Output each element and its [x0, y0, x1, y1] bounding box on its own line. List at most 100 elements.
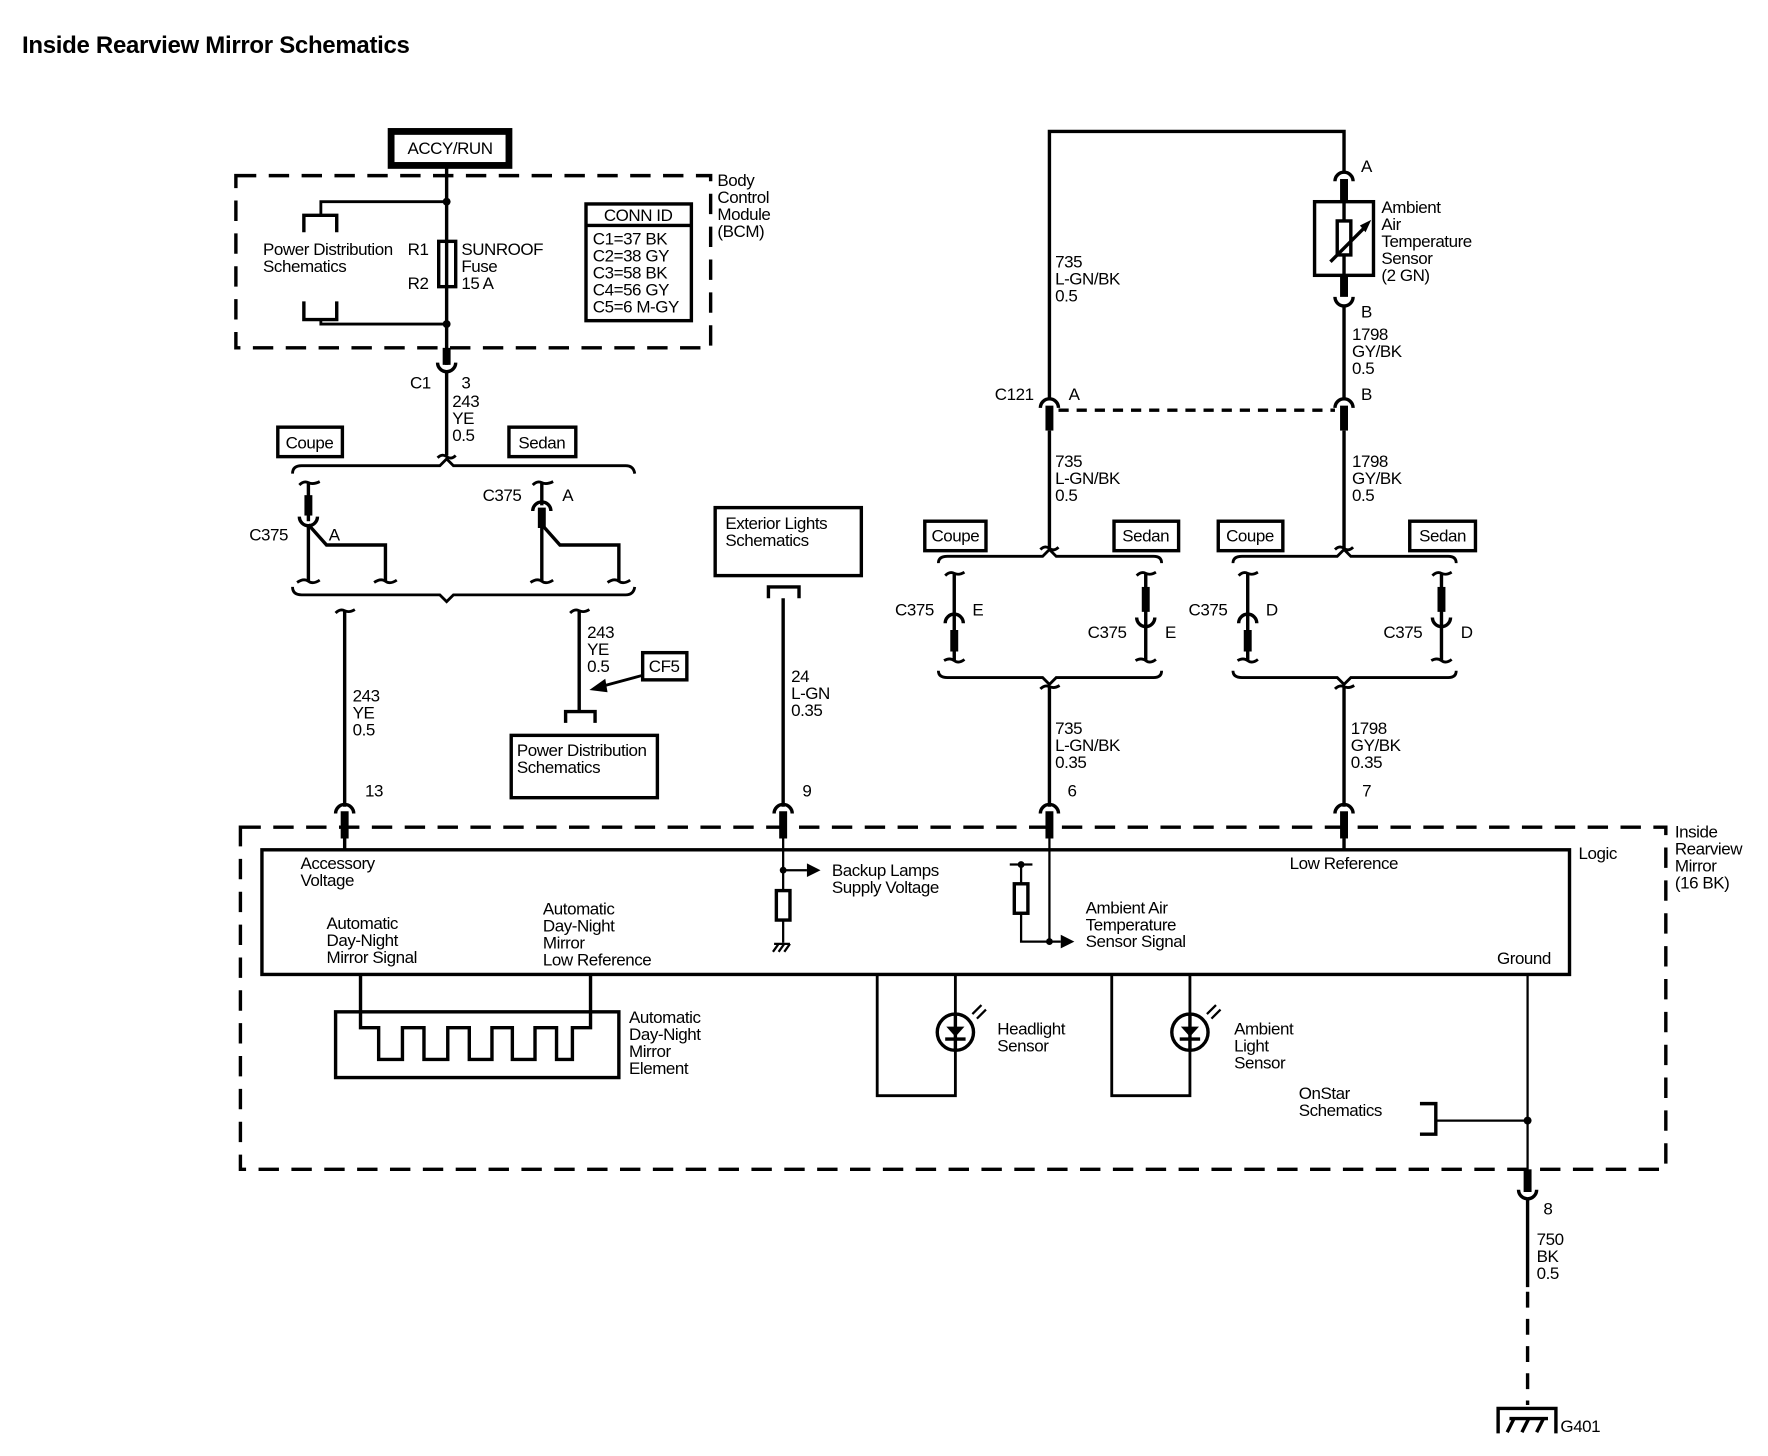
connector-male-icon	[333, 802, 356, 814]
exterior-lights-label: Schematics	[725, 531, 808, 550]
conn-id-row: C5=6 M-GY	[593, 298, 679, 317]
adn-element-label: Element	[629, 1059, 689, 1078]
adn-lowref-label: Day-Night	[543, 916, 615, 935]
page-title: Inside Rearview Mirror Schematics	[22, 32, 410, 59]
logic-box	[260, 848, 1572, 977]
resistor-icon	[1012, 882, 1030, 915]
coupe-tag	[276, 425, 345, 459]
wire-break	[296, 578, 321, 585]
fuse-label: SUNROOF	[461, 240, 543, 259]
pin-number: 7	[1362, 782, 1371, 801]
connector-male-icon	[772, 802, 794, 814]
jumper-wire	[540, 523, 621, 582]
headlight-sensor-label: Headlight	[997, 1019, 1065, 1038]
fuse-label: 15 A	[461, 274, 494, 293]
coupe-tag	[923, 519, 988, 553]
inside-rearview-mirror: Inside Rearview Mirror (16 BK) 13 9 6 7	[238, 782, 1744, 1179]
light-rays-icon	[971, 1004, 987, 1020]
mirror-pin-9: 9	[772, 782, 812, 839]
bcm-name-line: (BCM)	[717, 222, 764, 241]
onstar-label: OnStar	[1299, 1084, 1351, 1103]
coupe-label: Coupe	[1226, 527, 1274, 546]
brace-bottom	[291, 586, 637, 604]
power-source-box	[387, 128, 513, 169]
connector-icon	[766, 585, 801, 599]
c375-pin-label: E	[972, 600, 983, 619]
arrow-icon	[589, 678, 608, 693]
sensor-name: Temperature	[1381, 232, 1471, 251]
wire-label: YE	[452, 409, 474, 428]
jumper-wire	[307, 523, 388, 582]
aat-signal-label: Ambient Air	[1086, 898, 1169, 917]
connector-female-icon	[1333, 296, 1355, 308]
low-reference-label: Low Reference	[1290, 854, 1398, 873]
wire-label: L-GN/BK	[1055, 469, 1121, 488]
sedan-label: Sedan	[1419, 527, 1466, 546]
bcm-name-line: Module	[717, 205, 770, 224]
cf5-label: CF5	[649, 657, 680, 676]
adn-element-label: Day-Night	[629, 1025, 701, 1044]
onstar-label: Schematics	[1299, 1101, 1382, 1120]
cf5-pointer	[600, 673, 644, 689]
bcm-name-line: Control	[717, 188, 769, 207]
ambient-light-sensor-label: Light	[1234, 1036, 1269, 1055]
wire-label: GY/BK	[1351, 736, 1402, 755]
connector-male-icon	[1038, 397, 1061, 409]
wire-label: 0.5	[587, 657, 609, 676]
wire-break	[1236, 657, 1259, 664]
power-dist-box-label: Power Distribution	[517, 741, 647, 760]
exterior-lights: Exterior Lights Schematics 24 L-GN 0.35	[713, 505, 864, 807]
power-dist-label: Power Distribution	[263, 240, 393, 259]
wire-label: 0.5	[1055, 286, 1077, 305]
brace-top	[936, 547, 1164, 564]
power-dist-connector-icon	[302, 301, 339, 322]
wire-label: 243	[353, 686, 380, 705]
power-source-accy-run: ACCY/RUN	[387, 128, 513, 169]
connector-c1: C1 3 243 YE 0.5	[410, 347, 480, 456]
right-variant-splice-d: Coupe Sedan C375 D C375 D	[1189, 519, 1478, 687]
exterior-lights-label: Exterior Lights	[725, 514, 827, 533]
wire-label: 243	[587, 623, 614, 642]
fuse-r1: R1	[408, 240, 429, 259]
wire-1798-low: 1798 GY/BK 0.35	[1333, 684, 1402, 807]
wire-label: L-GN/BK	[1055, 269, 1121, 288]
conn-id-row: C4=56 GY	[593, 281, 669, 300]
pin-number: 13	[365, 782, 383, 801]
c1-pin-label: 3	[461, 374, 470, 393]
adn-element-label: Mirror	[629, 1042, 671, 1061]
wire-label: 735	[1055, 252, 1082, 271]
wire-243-accessory: 243 YE 0.5	[334, 608, 380, 807]
conn-id-row: C1=37 BK	[593, 230, 668, 249]
sensor-name: Air	[1381, 215, 1401, 234]
sedan-tag	[1112, 519, 1181, 553]
body-control-module: Body Control Module (BCM) Power Distribu…	[234, 165, 771, 365]
aat-signal-label: Temperature	[1086, 915, 1176, 934]
arrow-icon	[1060, 934, 1075, 949]
sedan-tag	[507, 425, 578, 459]
power-dist-connector-icon	[302, 213, 339, 233]
conn-id-header: CONN ID	[604, 206, 673, 225]
wire-label: 243	[452, 392, 479, 411]
aat-signal-label: Sensor Signal	[1086, 932, 1186, 951]
arrow-icon	[806, 863, 821, 877]
wire-label: 0.5	[1537, 1264, 1559, 1283]
mirror-pin-7: 7	[1333, 782, 1372, 850]
ground-label: Ground	[1497, 949, 1551, 968]
sedan-tag	[1408, 519, 1478, 553]
power-dist-connector-icon	[563, 709, 597, 723]
connector-male-icon	[1333, 397, 1355, 409]
ambient-light-sensor-label: Ambient	[1234, 1019, 1294, 1038]
fuse-r2: R2	[408, 274, 429, 293]
wire-label: 0.5	[452, 426, 474, 445]
photodiode-triangle	[946, 1026, 965, 1037]
wire-label: L-GN/BK	[1055, 736, 1121, 755]
wire-label: 0.5	[353, 720, 375, 739]
splice-dot	[1046, 938, 1053, 945]
mirror-element-icon	[358, 974, 593, 1062]
brace-top	[1231, 547, 1458, 564]
c375-label: C375	[895, 600, 934, 619]
ambient-light-sensor-label: Sensor	[1234, 1053, 1286, 1072]
c375-pin-label: A	[329, 525, 341, 544]
connector-female-icon	[1430, 617, 1453, 629]
